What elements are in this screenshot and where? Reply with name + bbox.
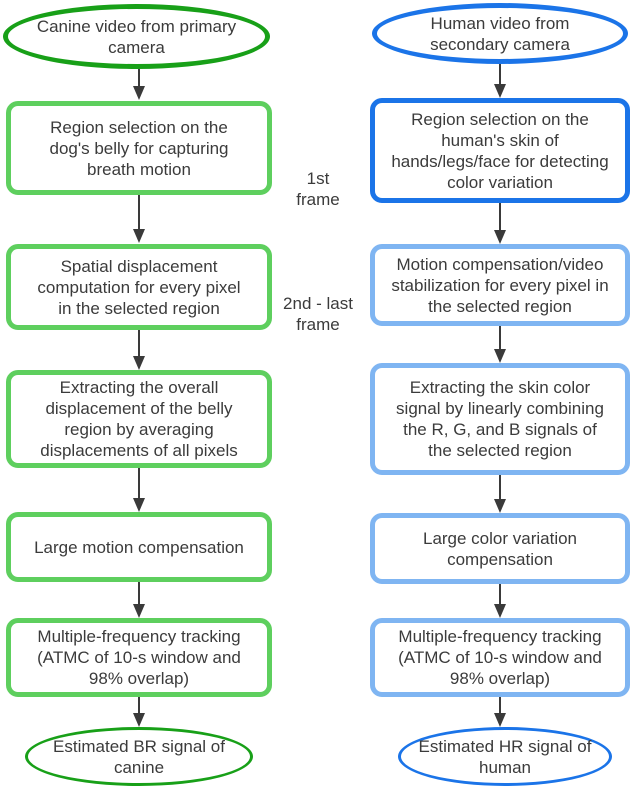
frame-annotation-second-last: 2nd - last frame: [283, 294, 353, 334]
arrow-down-icon: [494, 475, 506, 513]
human-region-selection-step: Region selection on the human's skin of …: [370, 98, 630, 203]
human-extract-skin-color-step: Extracting the skin color signal by line…: [370, 363, 630, 475]
frame-annotation-first: 1st frame: [296, 169, 340, 209]
canine-region-selection-step: Region selection on the dog's belly for …: [6, 101, 272, 195]
human-large-color-variation-step: Large color variation compensation: [370, 513, 630, 584]
arrow-down-icon: [133, 468, 145, 512]
human-video-source-ellipse: Human video from secondary camera: [372, 3, 628, 64]
arrow-down-icon: [133, 697, 145, 727]
canine-estimated-br-ellipse: Estimated BR signal of canine: [25, 727, 253, 786]
arrow-down-icon: [494, 326, 506, 363]
arrow-down-icon: [494, 584, 506, 618]
canine-video-source-ellipse: Canine video from primary camera: [3, 4, 270, 69]
arrow-down-icon: [133, 195, 145, 243]
human-multiple-frequency-tracking-step: Multiple-frequency tracking (ATMC of 10-…: [370, 618, 630, 697]
human-motion-compensation-step: Motion compensation/video stabilization …: [370, 244, 630, 326]
canine-spatial-displacement-step: Spatial displacement computation for eve…: [6, 244, 272, 330]
arrow-down-icon: [494, 697, 506, 727]
arrow-down-icon: [133, 330, 145, 370]
canine-multiple-frequency-tracking-step: Multiple-frequency tracking (ATMC of 10-…: [6, 618, 272, 697]
arrow-down-icon: [133, 582, 145, 618]
canine-extract-displacement-step: Extracting the overall displacement of t…: [6, 370, 272, 468]
arrow-down-icon: [133, 69, 145, 100]
arrow-down-icon: [494, 64, 506, 98]
canine-large-motion-compensation-step: Large motion compensation: [6, 512, 272, 582]
human-estimated-hr-ellipse: Estimated HR signal of human: [398, 727, 612, 786]
arrow-down-icon: [494, 203, 506, 244]
